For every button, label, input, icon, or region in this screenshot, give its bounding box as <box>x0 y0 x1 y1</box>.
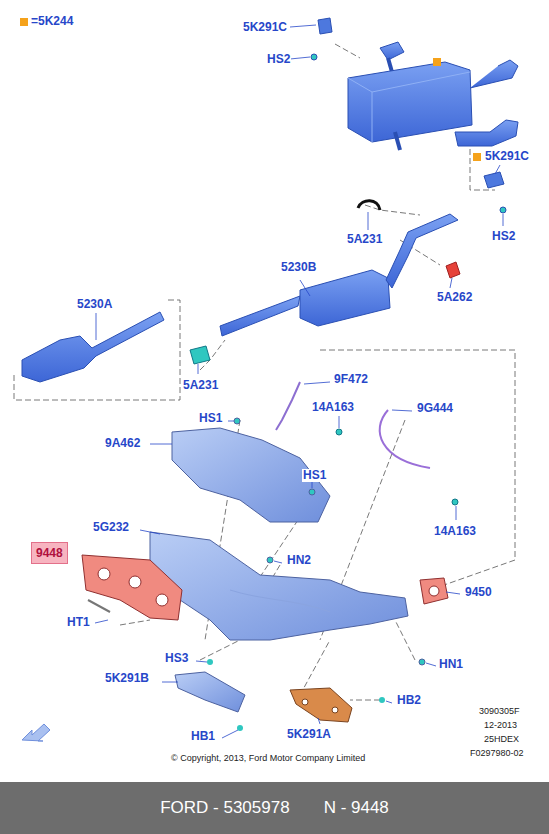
callout-label: 5A262 <box>436 291 473 304</box>
callout-label: HS1 <box>198 412 223 425</box>
drawing-note: © Copyright, 2013, Ford Motor Company Li… <box>170 753 366 764</box>
callout-label: HS2 <box>491 230 516 243</box>
highlight-box: 9448 <box>31 542 68 564</box>
callout-label: HN1 <box>438 658 464 671</box>
callout-label: 5K291C <box>242 21 288 34</box>
legend-swatch <box>20 18 28 26</box>
callout-label: 9G444 <box>416 402 454 415</box>
callout-label: 5G232 <box>92 521 130 534</box>
callout-label: HB1 <box>190 730 216 743</box>
part-number-band: FORD - 5305978 N - 9448 <box>0 782 549 834</box>
drawing-note: 25HDEX <box>483 734 520 745</box>
callout-label: 9F472 <box>333 373 369 386</box>
callout-label: HS2 <box>266 53 291 66</box>
callout-label: 14A163 <box>311 401 355 414</box>
drawing-note: F0297980-02 <box>469 748 525 759</box>
callout-label: HT1 <box>66 616 91 629</box>
callout-label: HS1 <box>302 469 327 482</box>
callout-label: 5230A <box>76 298 113 311</box>
callout-label: 5A231 <box>182 379 219 392</box>
callout-label: 5A231 <box>346 233 383 246</box>
callout-label: 9A462 <box>104 437 141 450</box>
callout-label: HN2 <box>286 554 312 567</box>
legend-entry: =5K244 <box>20 15 74 28</box>
callout-label: 5K291B <box>104 672 150 685</box>
legend-marker <box>473 153 481 161</box>
node-text: N - 9448 <box>324 798 389 818</box>
callout-label: HB2 <box>396 694 422 707</box>
node-text: FORD - 5305978 <box>160 798 289 818</box>
callout-label: 9450 <box>464 586 493 599</box>
drawing-note: 12-2013 <box>483 720 518 731</box>
drawing-note: 3090305F <box>478 706 521 717</box>
callout-label: 5230B <box>280 261 317 274</box>
callout-label: HS3 <box>164 652 189 665</box>
callout-label: 5K291A <box>286 728 332 741</box>
callout-label: 5K291C <box>484 150 530 163</box>
callout-label: 14A163 <box>433 525 477 538</box>
legend-text: =5K244 <box>30 15 74 28</box>
node-text: 9448 <box>36 546 63 560</box>
